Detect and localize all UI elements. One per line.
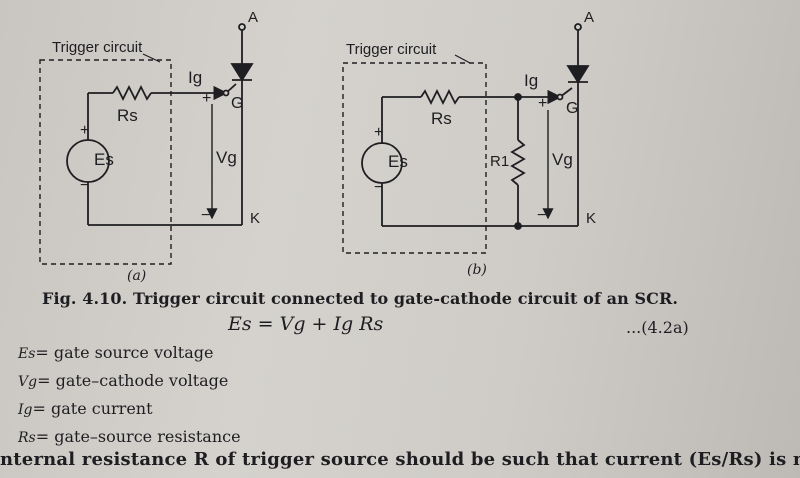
equation: Es = Vg + Ig Rs <box>228 313 384 335</box>
scr-a <box>230 63 254 82</box>
label-minus-gate-a: − <box>201 207 210 224</box>
scr-b <box>566 65 590 84</box>
resistor-rs-b <box>420 88 460 106</box>
definition-ig: Ig= gate current <box>18 399 153 418</box>
definition-ig-text: = gate current <box>32 399 153 418</box>
definition-vg-text: = gate–cathode voltage <box>37 371 229 390</box>
circuit-a <box>39 23 254 265</box>
label-plus-gate-b: + <box>538 95 547 112</box>
label-resistor-a: Rs <box>117 106 138 125</box>
definition-rs-symbol: Rs <box>18 430 36 446</box>
trigger-box-b <box>342 62 487 254</box>
equation-number: ...(4.2a) <box>626 318 689 337</box>
label-gate-b: G <box>566 100 578 117</box>
resistor-rs-a <box>112 84 152 102</box>
label-voltage-a: Vg <box>216 148 237 167</box>
label-trigger-a: Trigger circuit <box>52 39 143 56</box>
definition-ig-symbol: Ig <box>18 402 33 418</box>
label-voltage-b: Vg <box>552 150 573 169</box>
label-plus-source-b: + <box>374 124 383 141</box>
figure-caption: Fig. 4.10. Trigger circuit connected to … <box>42 289 679 308</box>
label-plus-source-a: + <box>80 122 89 139</box>
label-current-b: Ig <box>524 71 538 90</box>
label-resistor-b: Rs <box>431 109 452 128</box>
label-cathode-a: K <box>250 210 260 227</box>
label-shunt-b: R1 <box>490 153 509 170</box>
trigger-box-a <box>39 59 172 265</box>
label-minus-gate-b: − <box>537 207 546 224</box>
sublabel-b: (b) <box>467 262 487 278</box>
definition-es-symbol: Es <box>18 346 36 362</box>
sublabel-a: (a) <box>127 268 147 284</box>
label-cathode-b: K <box>586 210 596 227</box>
label-source-b: Es <box>388 152 408 171</box>
definition-rs: Rs= gate–source resistance <box>18 427 241 446</box>
bottom-text-line: nternal resistance R of trigger source s… <box>0 449 800 470</box>
label-current-a: Ig <box>188 68 202 87</box>
label-anode-b: A <box>584 9 594 26</box>
resistor-r1-b <box>510 139 526 186</box>
circuit-b <box>342 23 590 254</box>
label-plus-gate-a: + <box>202 90 211 107</box>
label-minus-source-b: − <box>374 179 383 196</box>
definition-es: Es= gate source voltage <box>18 343 213 362</box>
definition-rs-text: = gate–source resistance <box>35 427 241 446</box>
label-trigger-b: Trigger circuit <box>346 41 437 58</box>
label-source-a: Es <box>94 150 114 169</box>
definition-vg: Vg= gate–cathode voltage <box>18 371 228 390</box>
definition-es-text: = gate source voltage <box>35 343 214 362</box>
label-minus-source-a: − <box>80 177 89 194</box>
label-gate-a: G <box>231 95 243 112</box>
definition-vg-symbol: Vg <box>18 374 38 390</box>
label-anode-a: A <box>248 9 258 26</box>
